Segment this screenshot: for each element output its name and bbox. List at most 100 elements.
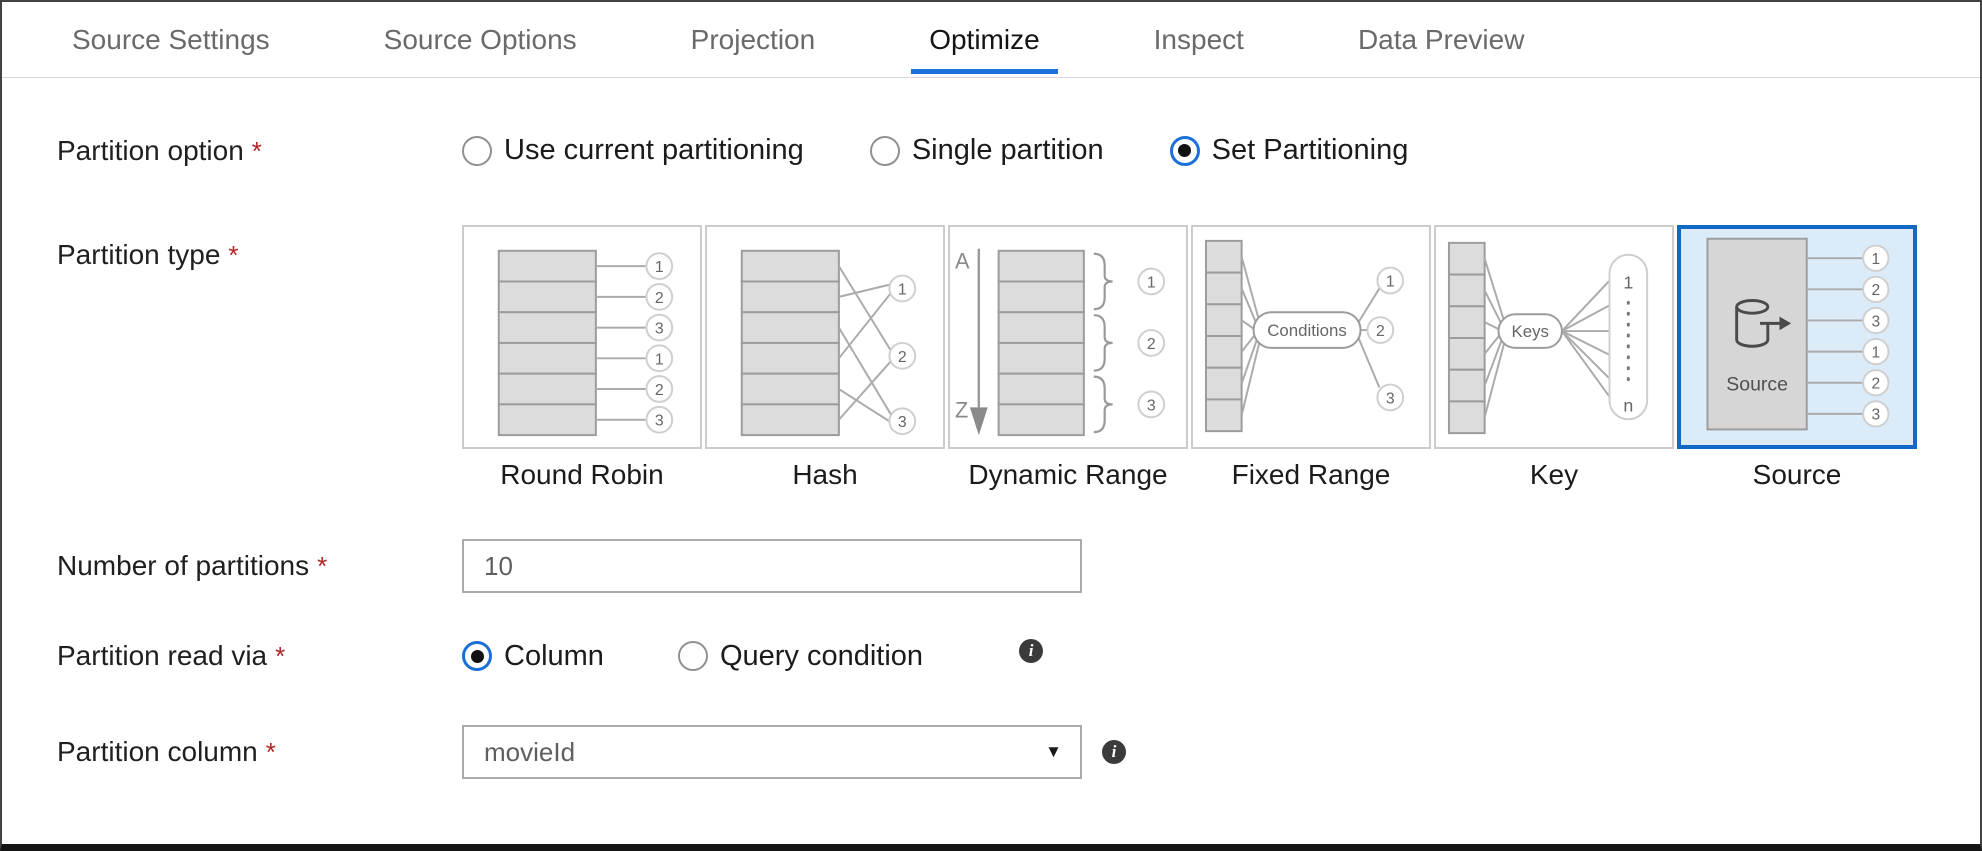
output-label: 3: [1386, 390, 1395, 407]
range-first-label: 1: [1623, 272, 1633, 292]
radio-circle-icon: [869, 135, 900, 166]
partition-column-label: Partition column*: [57, 736, 462, 768]
card-wrap-round-robin: 1 2 3 1 2 3 Round Robin: [462, 225, 702, 491]
output-circles: 1 2 3 1 2 3: [645, 252, 674, 434]
number-of-partitions-label: Number of partitions*: [57, 550, 462, 582]
radio-label: Set Partitioning: [1211, 134, 1409, 166]
required-asterisk: *: [251, 135, 262, 166]
range-bottom-label: Z: [955, 397, 968, 422]
label-text: Number of partitions: [57, 550, 310, 581]
output-label: 2: [655, 290, 664, 307]
database-export-icon: [1735, 299, 1792, 348]
output-label: 3: [655, 321, 664, 338]
output-circles: 1 2 3 1 2 3: [1862, 244, 1890, 428]
required-asterisk: *: [275, 641, 286, 671]
fixed-range-diagram-icon: Conditions 1 2 3: [1204, 239, 1405, 433]
output-label: 3: [898, 414, 907, 431]
dynamic-range-diagram-icon: A Z: [955, 249, 1166, 437]
partition-option-radio-group: Use current partitioning Single partitio…: [462, 134, 1408, 167]
partition-stack: [740, 249, 840, 437]
tab-source-settings[interactable]: Source Settings: [72, 23, 270, 55]
tab-data-preview[interactable]: Data Preview: [1357, 23, 1525, 55]
info-icon[interactable]: i: [1102, 740, 1126, 764]
partition-read-via-row: Partition read via* Column Query conditi…: [57, 639, 1980, 673]
source-block-label: Source: [1726, 374, 1788, 396]
output-label: 2: [1147, 336, 1156, 353]
tab-inspect[interactable]: Inspect: [1153, 23, 1244, 55]
radio-circle-icon: [462, 641, 492, 671]
partition-card-key[interactable]: Keys 1 n: [1434, 225, 1674, 449]
partition-option-label: Partition option*: [57, 135, 462, 167]
card-wrap-key: Keys 1 n Key: [1434, 225, 1674, 491]
partition-stack: [1447, 241, 1486, 435]
radio-label: Column: [504, 639, 604, 672]
required-asterisk: *: [265, 737, 276, 767]
radio-circle-icon: [462, 135, 492, 166]
source-block: Source: [1706, 237, 1808, 431]
a-to-z-arrow-icon: A Z: [955, 249, 988, 436]
label-text: Partition read via: [57, 640, 268, 671]
tab-bar: Source Settings Source Options Projectio…: [2, 2, 1980, 78]
card-wrap-hash: 1 2 3 Hash: [705, 225, 945, 491]
key-range-capsule: 1 n: [1608, 253, 1649, 421]
connector-lines: [1806, 257, 1864, 415]
number-of-partitions-row: Number of partitions*: [57, 539, 1980, 593]
output-label: 2: [1376, 323, 1385, 340]
partition-card-round-robin[interactable]: 1 2 3 1 2 3: [462, 225, 702, 449]
partition-card-dynamic-range[interactable]: A Z: [948, 225, 1188, 449]
connector-lines: [595, 265, 646, 421]
output-label: 1: [898, 281, 907, 298]
label-text: Partition option: [57, 134, 244, 166]
dropdown-selected-value: movieId: [484, 736, 576, 767]
partition-column-row: Partition column* movieId ▼ i: [57, 725, 1980, 779]
partition-card-fixed-range[interactable]: Conditions 1 2 3: [1191, 225, 1431, 449]
partition-card-source[interactable]: Source: [1677, 225, 1917, 449]
partition-card-hash[interactable]: 1 2 3: [705, 225, 945, 449]
card-wrap-source: Source: [1677, 225, 1917, 491]
optimize-content: Partition option* Use current partitioni…: [2, 134, 1980, 779]
partition-type-row: Partition type*: [57, 225, 1980, 491]
partition-type-card-strip: 1 2 3 1 2 3 Round Robin: [462, 225, 1917, 491]
output-label: 2: [655, 382, 664, 399]
output-label: 1: [1147, 274, 1156, 291]
radio-single-partition[interactable]: Single partition: [869, 134, 1104, 167]
radio-set-partitioning[interactable]: Set Partitioning: [1169, 134, 1409, 167]
partition-stack: [497, 249, 597, 437]
tab-projection[interactable]: Projection: [690, 23, 816, 55]
output-label: 1: [655, 259, 664, 276]
card-wrap-fixed-range: Conditions 1 2 3 Fixed: [1191, 225, 1431, 491]
brace-glyphs: [1093, 252, 1113, 434]
radio-label: Query condition: [719, 639, 924, 672]
radio-query-condition[interactable]: Query condition: [677, 639, 924, 673]
keys-label: Keys: [1512, 322, 1549, 341]
partition-stack: [1204, 239, 1243, 433]
output-label: 3: [1871, 407, 1880, 424]
chevron-down-icon: ▼: [1045, 742, 1062, 761]
number-of-partitions-input[interactable]: [462, 539, 1082, 593]
card-caption-source: Source: [1752, 459, 1842, 490]
partition-option-row: Partition option* Use current partitioni…: [57, 134, 1980, 167]
partition-type-label: Partition type*: [57, 225, 462, 271]
tab-source-options[interactable]: Source Options: [383, 23, 577, 55]
label-text: Partition type: [57, 239, 221, 270]
key-diagram-icon: Keys 1 n: [1447, 241, 1649, 435]
output-label: 1: [1871, 344, 1880, 361]
card-wrap-dynamic-range: A Z: [948, 225, 1188, 491]
required-asterisk: *: [228, 240, 239, 270]
required-asterisk: *: [317, 551, 328, 581]
keys-node: Keys: [1497, 313, 1563, 349]
output-label: 2: [1871, 282, 1880, 299]
card-caption-round-robin: Round Robin: [500, 459, 664, 490]
output-circles: 1 2 3: [1137, 267, 1166, 419]
partition-column-dropdown[interactable]: movieId ▼: [462, 725, 1082, 779]
radio-column[interactable]: Column: [462, 640, 604, 673]
info-icon[interactable]: i: [1019, 639, 1044, 663]
radio-circle-icon: [1169, 135, 1200, 166]
partition-stack: [997, 249, 1085, 437]
tab-optimize[interactable]: Optimize: [911, 2, 1059, 77]
radio-dot: [1178, 144, 1192, 157]
card-caption-fixed-range: Fixed Range: [1231, 459, 1391, 490]
label-text: Partition column: [57, 736, 258, 767]
radio-use-current-partitioning[interactable]: Use current partitioning: [462, 134, 804, 167]
